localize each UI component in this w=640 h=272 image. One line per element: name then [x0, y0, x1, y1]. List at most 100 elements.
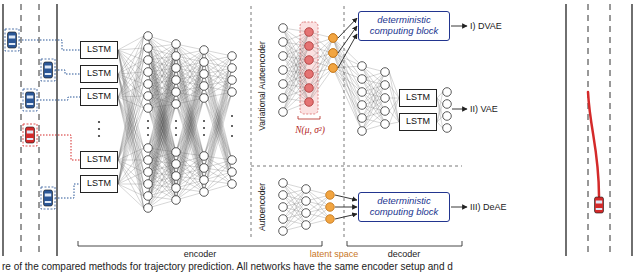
lstm-box: LSTM [399, 113, 437, 130]
flow-arrow [335, 214, 357, 219]
weight-line [148, 104, 176, 208]
bracket [347, 241, 462, 246]
neuron [305, 56, 314, 65]
weight-line [389, 122, 399, 124]
car-links [19, 40, 81, 198]
ellipsis-dot [231, 115, 233, 117]
neuron [200, 82, 209, 91]
networks [98, 24, 451, 236]
neuron [326, 215, 335, 224]
neuron [200, 70, 209, 79]
weight-line [118, 96, 144, 184]
weight-line [118, 48, 144, 160]
neuron [172, 196, 181, 205]
weight-line [283, 32, 309, 70]
ellipsis-dot [175, 120, 177, 122]
box-text: deterministic computing block [363, 15, 445, 37]
car-window [27, 96, 33, 99]
section-label: Autoencoder [257, 183, 267, 231]
weight-line [148, 44, 176, 108]
ellipsis-dot [98, 128, 100, 130]
weight-line [437, 104, 443, 122]
neuron [329, 49, 338, 58]
neuron [172, 64, 181, 73]
neuron [381, 68, 390, 77]
neuron [144, 180, 153, 189]
section-divider [251, 166, 462, 167]
neuron [200, 94, 209, 103]
weight-line [118, 50, 144, 196]
neuron [200, 164, 209, 173]
neuron [200, 152, 209, 161]
weight-line [118, 160, 144, 161]
weight-line [437, 92, 443, 122]
box-text: LSTM [406, 116, 430, 127]
weight-line [118, 108, 144, 184]
box-text: LSTM [87, 154, 111, 165]
weight-line [176, 44, 204, 62]
neuron [443, 112, 452, 121]
weight-line [389, 85, 399, 98]
lstm-box: LSTM [80, 88, 118, 105]
part-label: latent space [310, 249, 359, 260]
neuron [443, 124, 452, 133]
neuron [172, 184, 181, 193]
neuron [305, 70, 314, 79]
lane-marking [21, 4, 22, 256]
weight-line [118, 74, 144, 196]
neuron [279, 227, 288, 236]
weight-line [283, 28, 309, 102]
lstm-box: LSTM [399, 89, 437, 106]
neuron [279, 191, 288, 200]
weight-line [333, 53, 362, 92]
ellipsis-dot [175, 127, 177, 129]
neuron [381, 120, 390, 129]
neuron [305, 84, 314, 93]
neuron [144, 44, 153, 53]
neuron [326, 191, 335, 200]
car-window [9, 43, 15, 45]
road-edge [631, 4, 632, 256]
weight-line [118, 60, 144, 184]
car-frame [5, 29, 19, 51]
weight-line [118, 184, 144, 208]
road-edge [565, 4, 566, 256]
ellipsis-dot [231, 125, 233, 127]
weight-line [389, 98, 399, 124]
neuron [200, 176, 209, 185]
neuron [279, 203, 288, 212]
neuron [228, 156, 237, 165]
weight-line [176, 168, 204, 200]
flow-arrow [335, 207, 357, 208]
neuron [305, 98, 314, 107]
car-to-lstm-line [37, 97, 81, 100]
neuron [228, 180, 237, 189]
lane-marking [610, 4, 611, 256]
roads [3, 4, 632, 256]
car-body [595, 197, 604, 213]
weight-line [118, 50, 144, 208]
car-window [27, 131, 33, 134]
neuron [358, 88, 367, 97]
car-frame [23, 124, 37, 146]
weight-line [118, 84, 144, 184]
box-text: deterministic computing block [363, 196, 445, 218]
neuron [228, 76, 237, 85]
neuron [228, 52, 237, 61]
neuron [305, 28, 314, 37]
lane-marking [39, 4, 40, 256]
car-to-lstm-line [37, 135, 81, 160]
neuron [443, 88, 452, 97]
neuron [279, 52, 288, 61]
neuron [302, 197, 311, 206]
neuron [358, 114, 367, 123]
arrows [335, 18, 467, 219]
weight-line [118, 97, 144, 208]
neuron [144, 92, 153, 101]
weight-line [118, 48, 144, 184]
box-text: LSTM [87, 68, 111, 79]
weight-line [333, 38, 362, 79]
neuron [228, 88, 237, 97]
weight-line [333, 53, 362, 118]
part-label: decoder [388, 249, 421, 260]
